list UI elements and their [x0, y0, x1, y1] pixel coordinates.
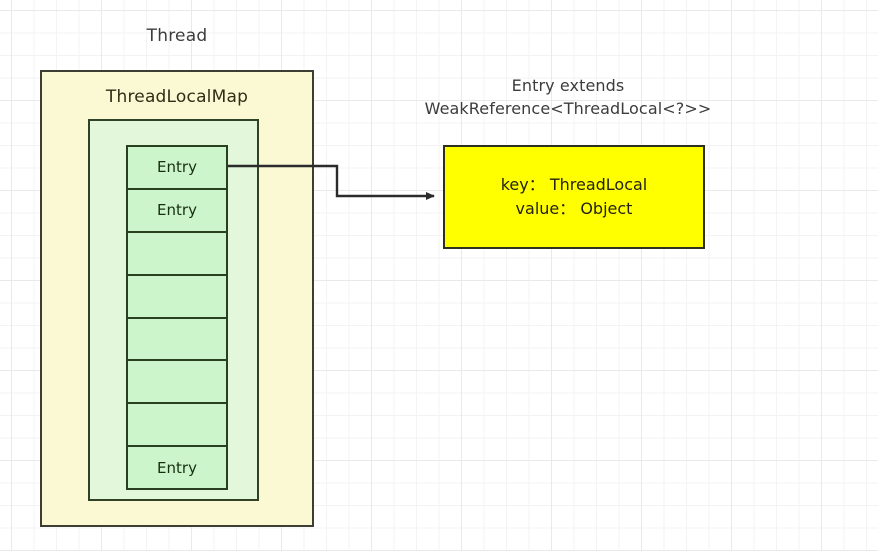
- caption-line-1: Entry extends: [511, 76, 625, 95]
- entry-cell: Entry: [128, 189, 226, 233]
- entry-cell: Entry: [128, 447, 226, 488]
- threadlocalmap-label: ThreadLocalMap: [105, 87, 249, 107]
- entry-key-line: key： ThreadLocal: [500, 175, 648, 194]
- entry-to-detail-arrow: [228, 164, 435, 200]
- entry-extends-caption: Entry extends WeakReference<ThreadLocal<…: [398, 74, 738, 120]
- entry-cell: [128, 275, 226, 319]
- entry-cell: Entry: [128, 147, 226, 190]
- entry-cell: [128, 318, 226, 362]
- caption-line-2: WeakReference<ThreadLocal<?>>: [424, 99, 712, 118]
- entry-cell: [128, 404, 226, 448]
- entry-table: Entry Entry Entry: [126, 145, 228, 490]
- entry-cell: [128, 361, 226, 405]
- thread-label: Thread: [146, 26, 208, 46]
- entry-cell: [128, 232, 226, 276]
- entry-detail-box: key： ThreadLocal value： Object: [443, 145, 705, 249]
- entry-value-line: value： Object: [515, 199, 633, 218]
